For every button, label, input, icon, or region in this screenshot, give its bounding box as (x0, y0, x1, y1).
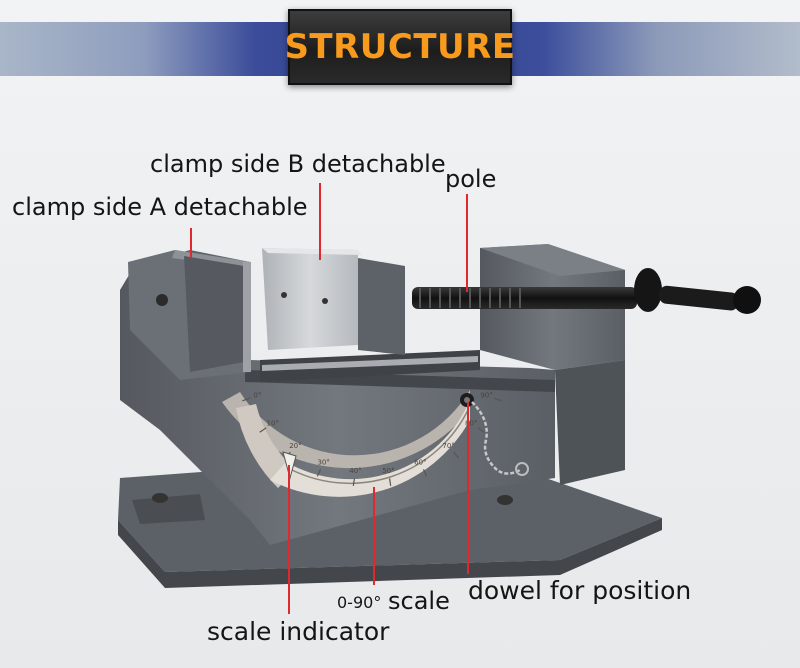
leader-lines (190, 183, 469, 614)
title-box: STRUCTURE (284, 9, 515, 85)
label-clamp-side-b: clamp side B detachable (150, 150, 446, 178)
scale-tick (352, 478, 356, 486)
label-scale-indicator: scale indicator (207, 617, 390, 646)
scale-tick (422, 469, 428, 477)
scale-tick (242, 397, 251, 402)
label-clamp-side-a: clamp side A detachable (12, 193, 308, 221)
scale-tick-label: 40° (349, 467, 361, 475)
label-dowel: dowel for position (468, 576, 692, 605)
scale-tick (453, 451, 460, 459)
scale-tick-label: 60° (414, 458, 426, 466)
scale-tick (388, 478, 392, 486)
scale-tick-label: 90° (480, 392, 492, 400)
scale-tick (259, 427, 267, 433)
scale-tick (316, 469, 322, 477)
clamp-side-b (262, 248, 405, 355)
pole-screw (412, 268, 761, 314)
scale-tick-label: 30° (317, 458, 329, 466)
scale-tick-label: 20° (289, 442, 301, 450)
scale-ticks: 0° 10° 20° 30° 40° 50° 60° 70° 80° 90° (242, 392, 502, 486)
scale-tick-label: 80° (465, 419, 477, 427)
scale-tick-label: 50° (382, 467, 394, 475)
page-title: STRUCTURE (284, 27, 516, 67)
label-pole: pole (445, 165, 497, 193)
clamp-side-a (128, 250, 251, 380)
scale-tick-label: 0° (253, 392, 261, 400)
scale-tick (477, 427, 485, 433)
label-scale: scale (388, 587, 450, 615)
dowel-pin (460, 393, 529, 476)
label-scale-range: 0-90° (337, 593, 382, 612)
angle-scale: 0° 10° 20° 30° 40° 50° 60° 70° 80° 90° (222, 390, 502, 497)
scale-tick-label: 10° (267, 419, 279, 427)
scale-tick (493, 397, 502, 402)
scale-tick-label: 70° (442, 442, 454, 450)
